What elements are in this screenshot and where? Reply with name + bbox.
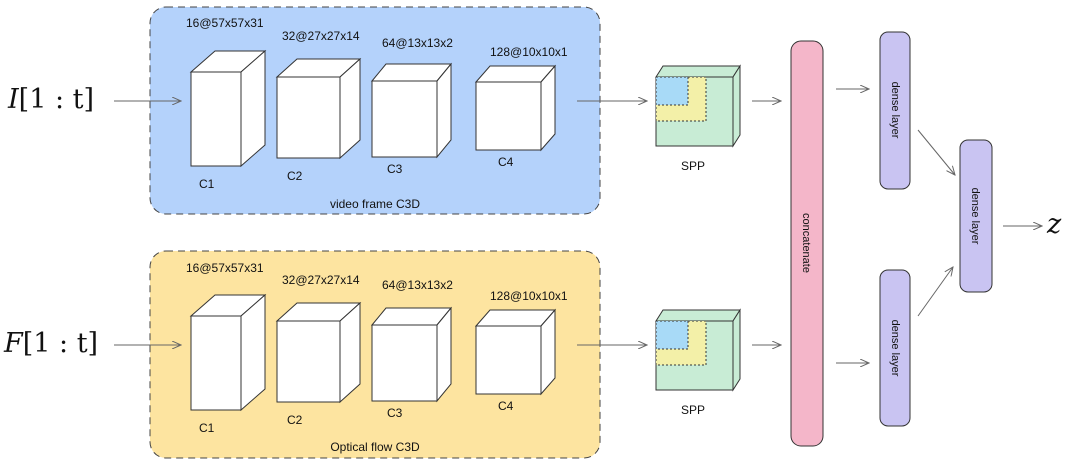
input-symbol-top: I bbox=[7, 84, 20, 115]
bottom-layer-c2 bbox=[275, 301, 362, 404]
top-layer-c3 bbox=[370, 62, 453, 159]
input-range-bottom: [1 : t] bbox=[23, 328, 98, 359]
dense-layer-top bbox=[879, 31, 911, 190]
video-stream-title: video frame C3D bbox=[330, 197, 420, 211]
top-layer-c4 bbox=[474, 64, 557, 152]
bottom-dims-c3: 64@13x13x2 bbox=[382, 278, 453, 292]
bottom-name-c2: C2 bbox=[287, 413, 303, 427]
bottom-dims-c4: 128@10x10x1 bbox=[490, 289, 568, 303]
input-label-top: I[1 : t] bbox=[7, 84, 94, 115]
bottom-name-c1: C1 bbox=[199, 421, 215, 435]
dense-layer-bottom bbox=[879, 269, 911, 427]
top-name-c2: C2 bbox=[287, 169, 303, 183]
flow-stream-title: Optical flow C3D bbox=[330, 440, 420, 454]
dense-layer-final bbox=[959, 139, 993, 293]
top-name-c1: C1 bbox=[199, 177, 215, 191]
top-name-c3: C3 bbox=[387, 162, 403, 176]
top-name-c4: C4 bbox=[498, 155, 514, 169]
top-dims-c1: 16@57x57x31 bbox=[186, 16, 264, 30]
dense-label-bottom: dense layer bbox=[889, 320, 901, 377]
spp-block-top bbox=[655, 64, 741, 148]
top-dims-c4: 128@10x10x1 bbox=[490, 45, 568, 59]
bottom-layer-c3 bbox=[370, 306, 453, 403]
bottom-layer-c1 bbox=[189, 293, 267, 412]
top-dims-c2: 32@27x27x14 bbox=[282, 29, 360, 43]
spp-label-bottom: SPP bbox=[681, 403, 705, 417]
bottom-name-c3: C3 bbox=[387, 406, 403, 420]
bottom-dims-c1: 16@57x57x31 bbox=[186, 261, 264, 275]
input-label-bottom: F[1 : t] bbox=[3, 328, 98, 359]
output-symbol: z bbox=[1046, 209, 1062, 240]
input-symbol-bottom: F bbox=[3, 328, 24, 359]
arrow-dense-bottom-final bbox=[917, 267, 953, 317]
concatenate-label: concatenate bbox=[800, 213, 812, 273]
input-range-top: [1 : t] bbox=[19, 84, 94, 115]
concatenate-block bbox=[790, 40, 824, 447]
spp-label-top: SPP bbox=[681, 159, 705, 173]
dense-label-top: dense layer bbox=[889, 82, 901, 139]
bottom-name-c4: C4 bbox=[498, 399, 514, 413]
top-layer-c1 bbox=[189, 49, 267, 168]
bottom-dims-c2: 32@27x27x14 bbox=[282, 273, 360, 287]
spp-block-bottom bbox=[655, 308, 741, 392]
bottom-layer-c4 bbox=[474, 308, 557, 396]
top-layer-c2 bbox=[275, 57, 362, 160]
dense-label-final: dense layer bbox=[969, 188, 981, 245]
top-dims-c3: 64@13x13x2 bbox=[382, 36, 453, 50]
arrow-dense-top-final bbox=[917, 129, 955, 175]
